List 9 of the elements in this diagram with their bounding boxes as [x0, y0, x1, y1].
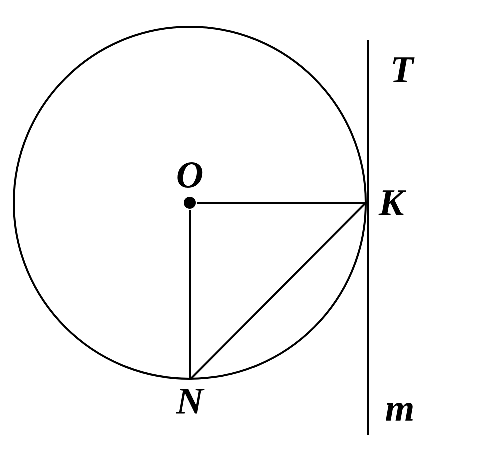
line-segment [189, 210, 191, 379]
line-segment [190, 203, 366, 380]
center-point: O [178, 162, 203, 209]
line-segment [197, 202, 365, 204]
point-label: K [378, 190, 406, 216]
line-label: T [393, 58, 415, 82]
node-label: O [178, 162, 203, 188]
line-label: m [386, 403, 413, 421]
point-label: N [176, 388, 205, 414]
